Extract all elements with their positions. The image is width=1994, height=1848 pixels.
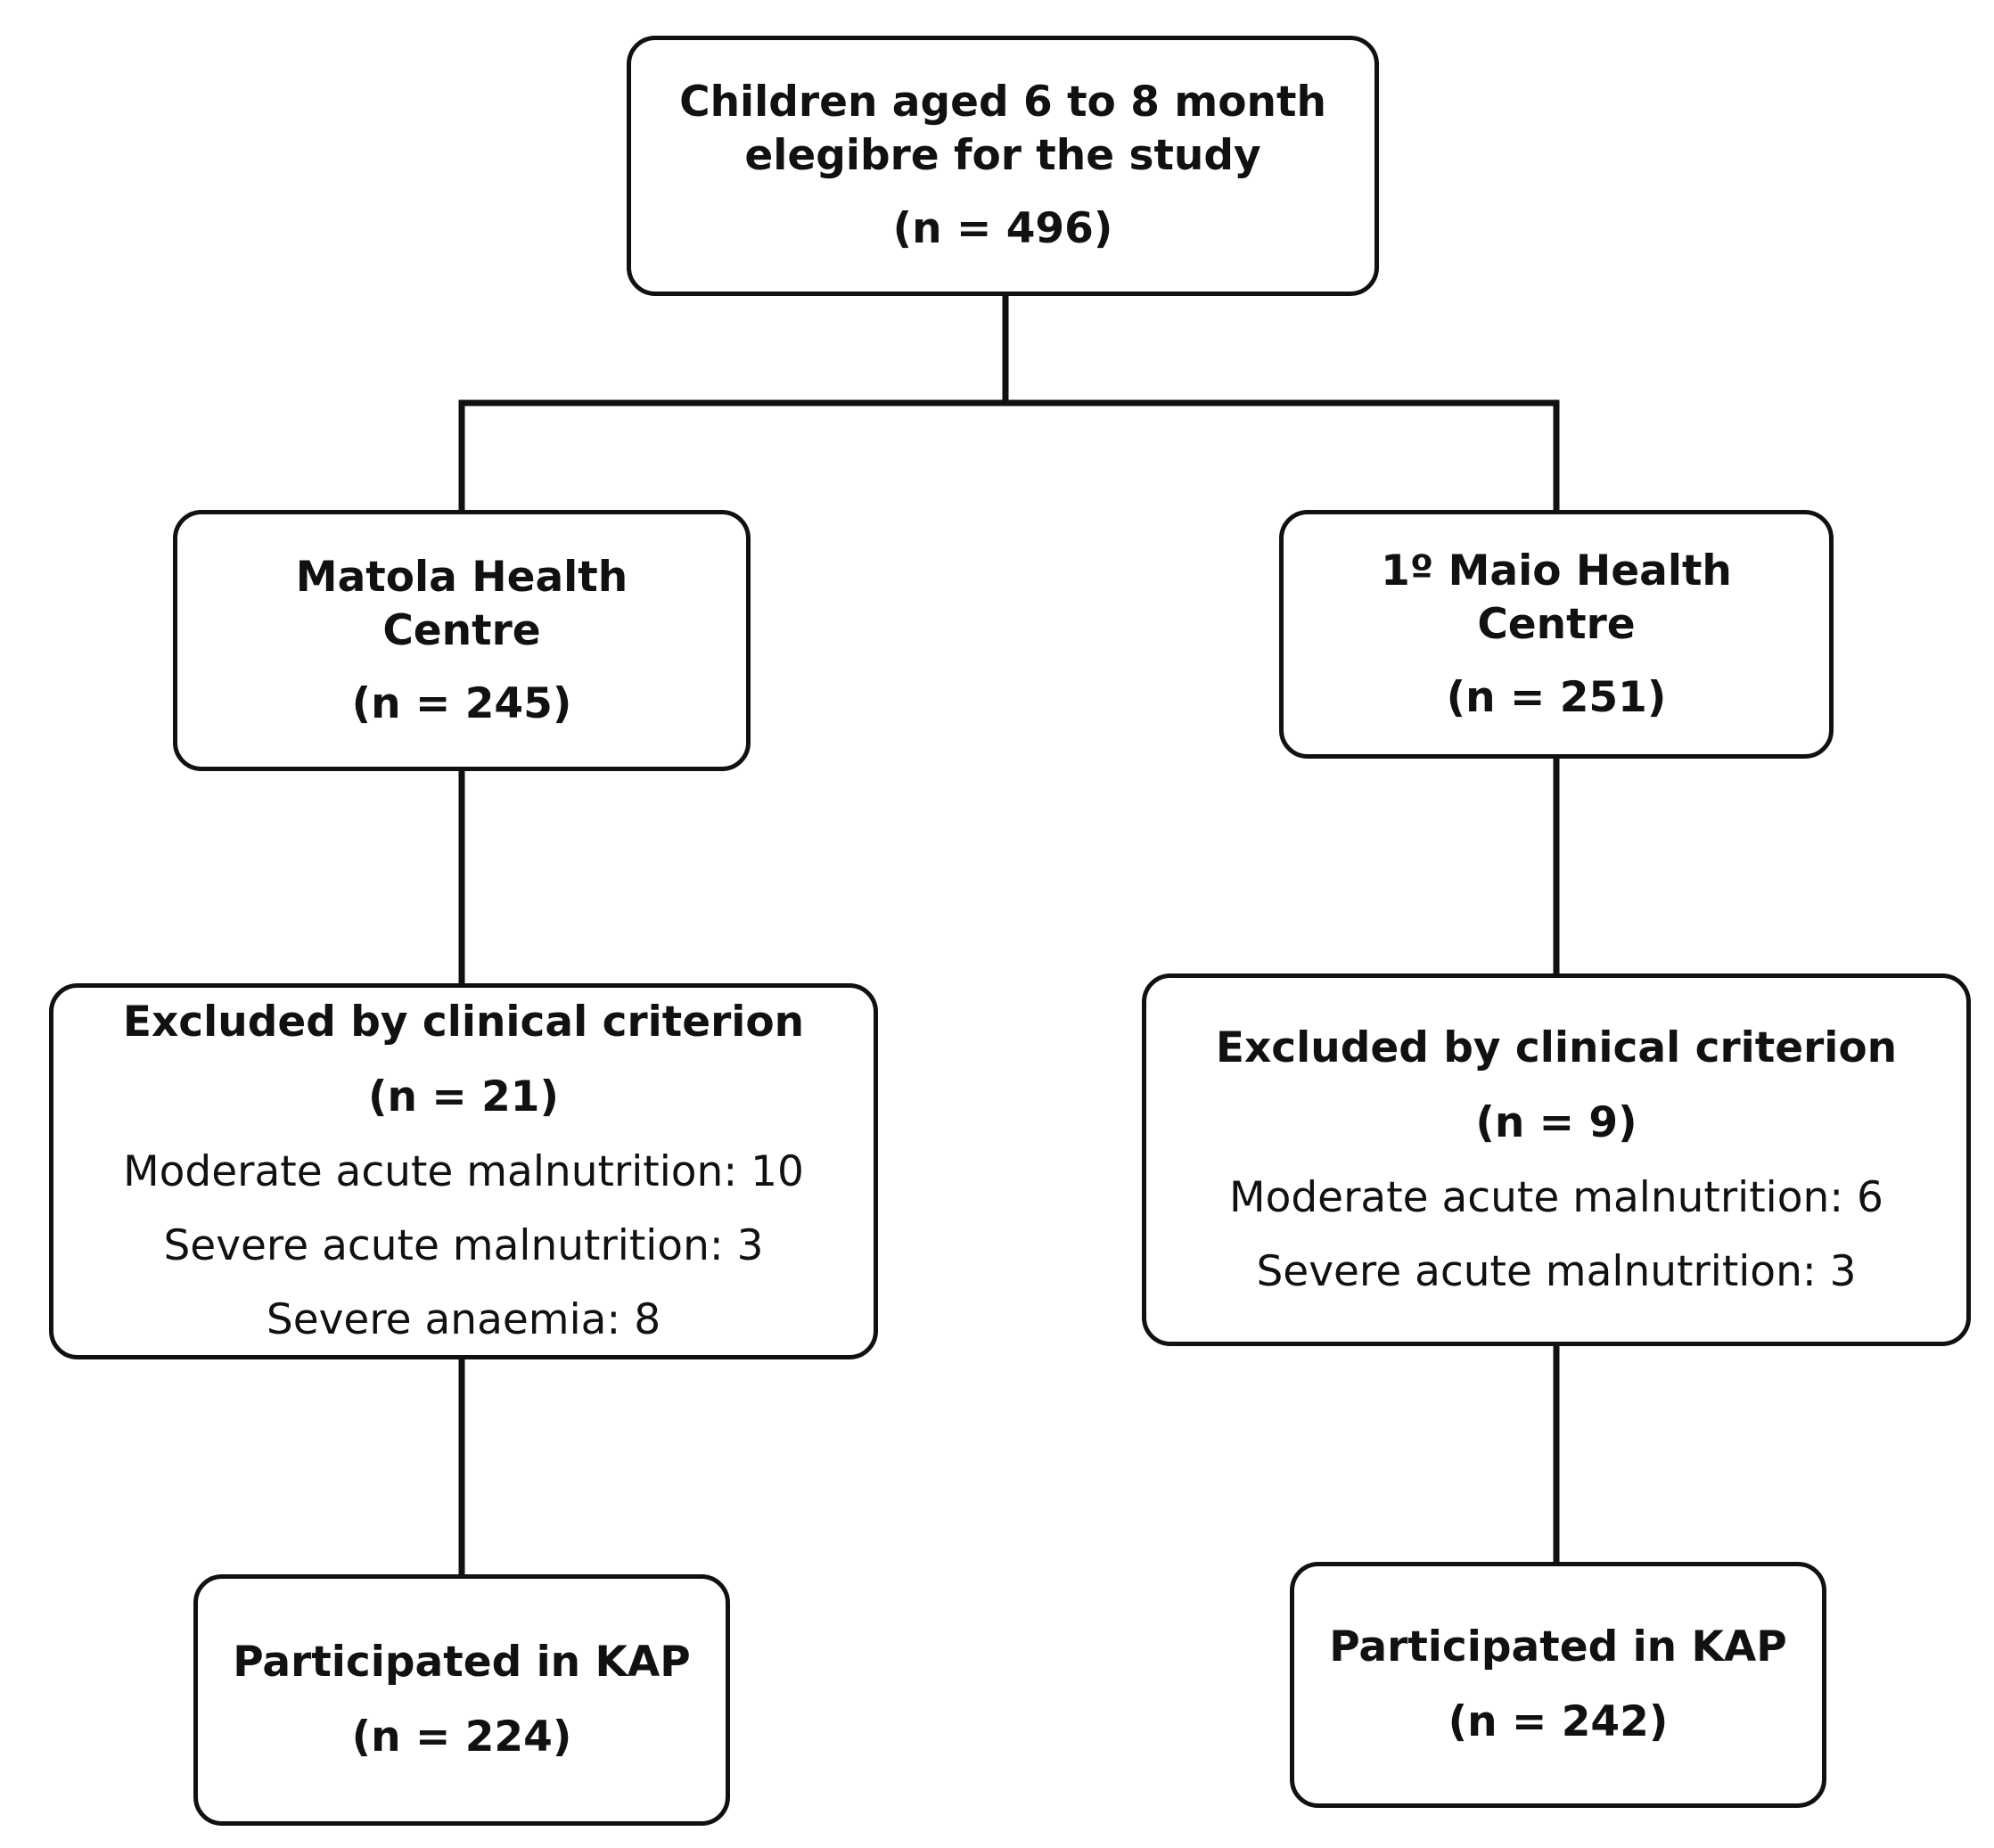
matola-excluded-moderate: Moderate acute malnutrition: 10 bbox=[123, 1147, 804, 1196]
maio-participated-count: (n = 242) bbox=[1448, 1697, 1669, 1746]
eligible-title-line2: elegibre for the study bbox=[744, 131, 1261, 180]
matola-count: (n = 245) bbox=[351, 678, 572, 728]
matola-excluded-box: Excluded by clinical criterion (n = 21) … bbox=[49, 983, 878, 1359]
matola-participated-title: Participated in KAP bbox=[233, 1638, 691, 1687]
matola-excluded-anaemia: Severe anaemia: 8 bbox=[266, 1295, 661, 1344]
eligible-children-box: Children aged 6 to 8 month elegibre for … bbox=[627, 36, 1379, 296]
maio-excluded-box: Excluded by clinical criterion (n = 9) M… bbox=[1142, 973, 1971, 1346]
matola-participated-count: (n = 224) bbox=[351, 1712, 572, 1762]
maio-title-line2: Centre bbox=[1477, 599, 1636, 649]
matola-title-line2: Centre bbox=[382, 605, 541, 655]
maio-title-line1: 1º Maio Health bbox=[1381, 546, 1732, 595]
matola-excluded-title: Excluded by clinical criterion bbox=[122, 998, 805, 1047]
maio-count: (n = 251) bbox=[1446, 672, 1667, 722]
maio-participated-title: Participated in KAP bbox=[1329, 1622, 1787, 1671]
matola-excluded-severe: Severe acute malnutrition: 3 bbox=[163, 1221, 764, 1270]
matola-centre-box: Matola Health Centre (n = 245) bbox=[173, 510, 751, 771]
maio-centre-box: 1º Maio Health Centre (n = 251) bbox=[1279, 510, 1834, 759]
matola-participated-box: Participated in KAP (n = 224) bbox=[193, 1574, 730, 1826]
eligible-count: (n = 496) bbox=[892, 204, 1113, 253]
maio-excluded-moderate: Moderate acute malnutrition: 6 bbox=[1229, 1172, 1883, 1222]
eligible-title-line1: Children aged 6 to 8 month bbox=[679, 78, 1326, 127]
maio-excluded-count: (n = 9) bbox=[1475, 1097, 1637, 1147]
matola-title-line1: Matola Health bbox=[295, 552, 628, 602]
maio-participated-box: Participated in KAP (n = 242) bbox=[1290, 1562, 1826, 1808]
matola-excluded-count: (n = 21) bbox=[368, 1072, 559, 1121]
maio-excluded-title: Excluded by clinical criterion bbox=[1215, 1023, 1898, 1072]
maio-excluded-severe: Severe acute malnutrition: 3 bbox=[1256, 1246, 1857, 1296]
